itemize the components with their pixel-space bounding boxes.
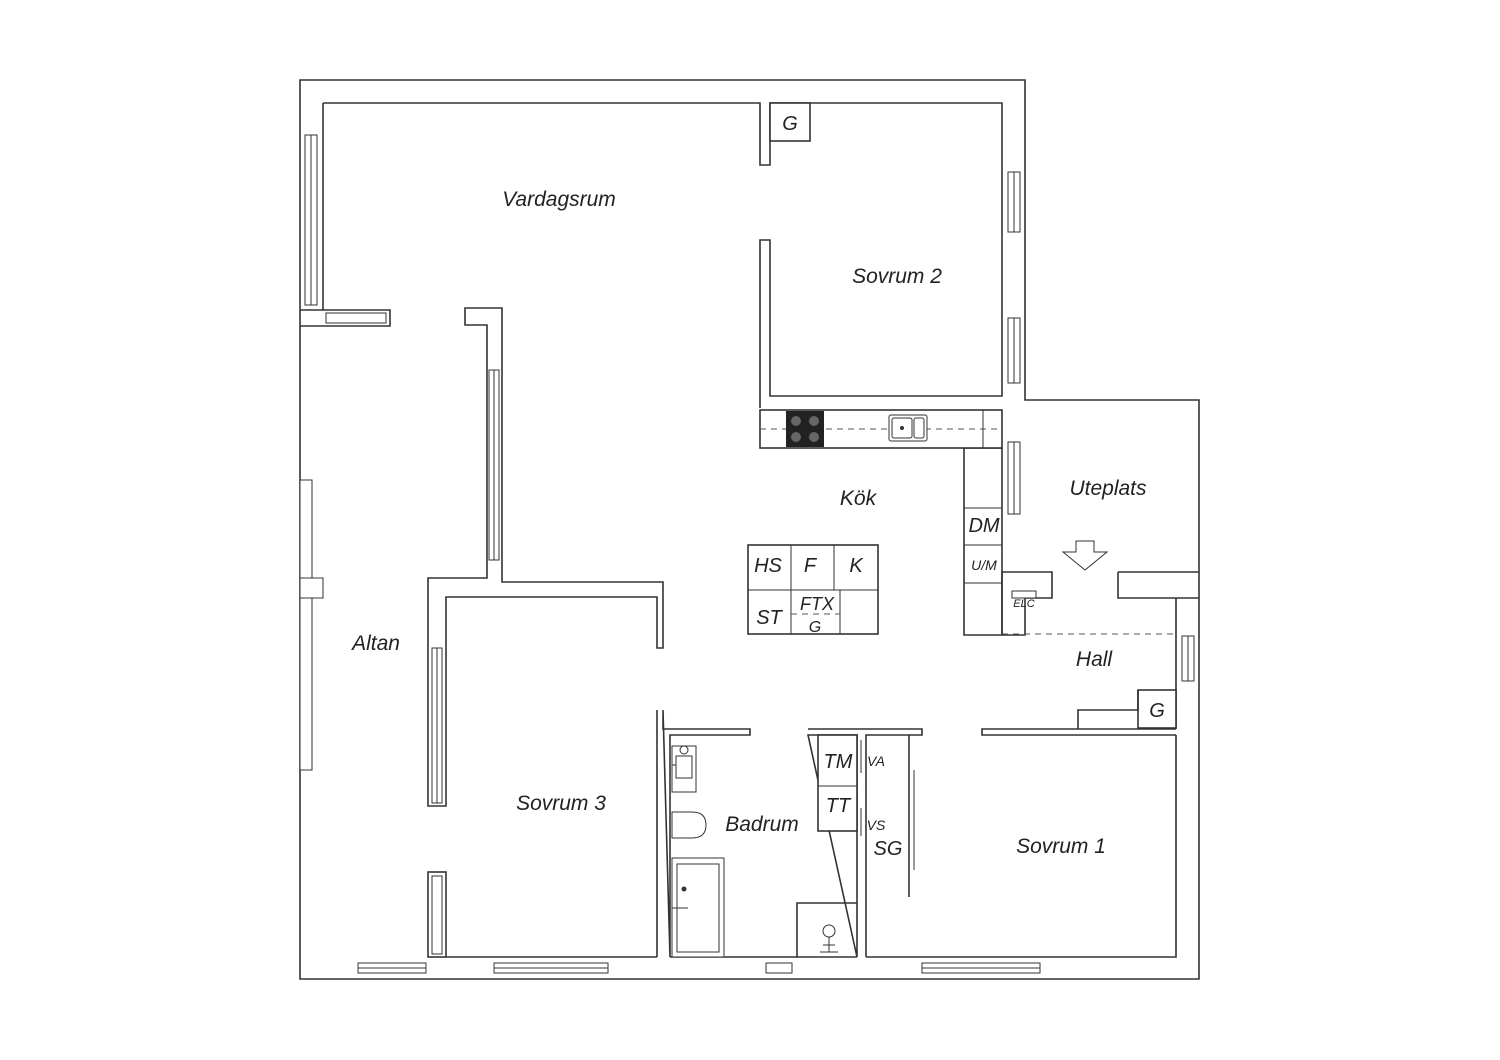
room-label-sovrum2: Sovrum 2 (852, 265, 942, 288)
fixture-label-hs: HS (754, 555, 782, 577)
fixture-label-f: F (804, 555, 818, 577)
fixture-label-va: VA (867, 753, 885, 769)
fixture-label-vs: VS (867, 817, 886, 833)
bathtub-icon (671, 857, 725, 958)
room-label-sovrum3: Sovrum 3 (516, 792, 606, 815)
fixture-label-tt: TT (826, 795, 852, 817)
room-label-uteplats: Uteplats (1069, 477, 1147, 500)
fixture-label-k: K (849, 555, 864, 577)
room-label-hall: Hall (1076, 648, 1114, 671)
g-box-top (769, 102, 811, 142)
fixture-labels: G G DM U/M ELC HS F K ST FTX G TM TT VA … (754, 113, 1165, 860)
shower-icon (796, 902, 857, 957)
room-labels: Vardagsrum Sovrum 2 Kök Uteplats Altan H… (350, 188, 1147, 858)
dm-um-column (964, 507, 1002, 584)
entrance-arrow-icon (1061, 540, 1109, 571)
toilet-icon (671, 811, 707, 839)
fixture-label-sg: SG (874, 838, 903, 860)
elc-box (1011, 590, 1037, 599)
tm-tt-closet (817, 734, 858, 832)
fixture-label-elc: ELC (1013, 598, 1034, 610)
appliance-block (747, 544, 879, 635)
room-label-sovrum1: Sovrum 1 (1016, 835, 1106, 858)
room-label-vardagsrum: Vardagsrum (502, 188, 616, 211)
room-label-kok: Kök (840, 487, 878, 510)
fixture-label-ftx: FTX (800, 594, 835, 614)
fixture-label-g-top: G (782, 113, 798, 135)
g-box-hall (1077, 689, 1177, 729)
sink-icon (888, 414, 928, 442)
windows (299, 134, 1195, 974)
fixture-label-um: U/M (971, 557, 997, 573)
kitchen-counter (759, 409, 1003, 449)
fixture-label-dm: DM (968, 515, 999, 537)
fixture-label-g-hall: G (1149, 700, 1165, 722)
fixture-label-ftx-g: G (809, 619, 821, 636)
stove-icon (786, 411, 824, 447)
bathroom-sink-icon (671, 745, 697, 793)
room-label-altan: Altan (350, 632, 400, 655)
fixture-label-st: ST (756, 607, 783, 629)
fixture-label-tm: TM (824, 751, 853, 773)
wardrobe (860, 735, 915, 897)
room-label-badrum: Badrum (725, 813, 799, 836)
